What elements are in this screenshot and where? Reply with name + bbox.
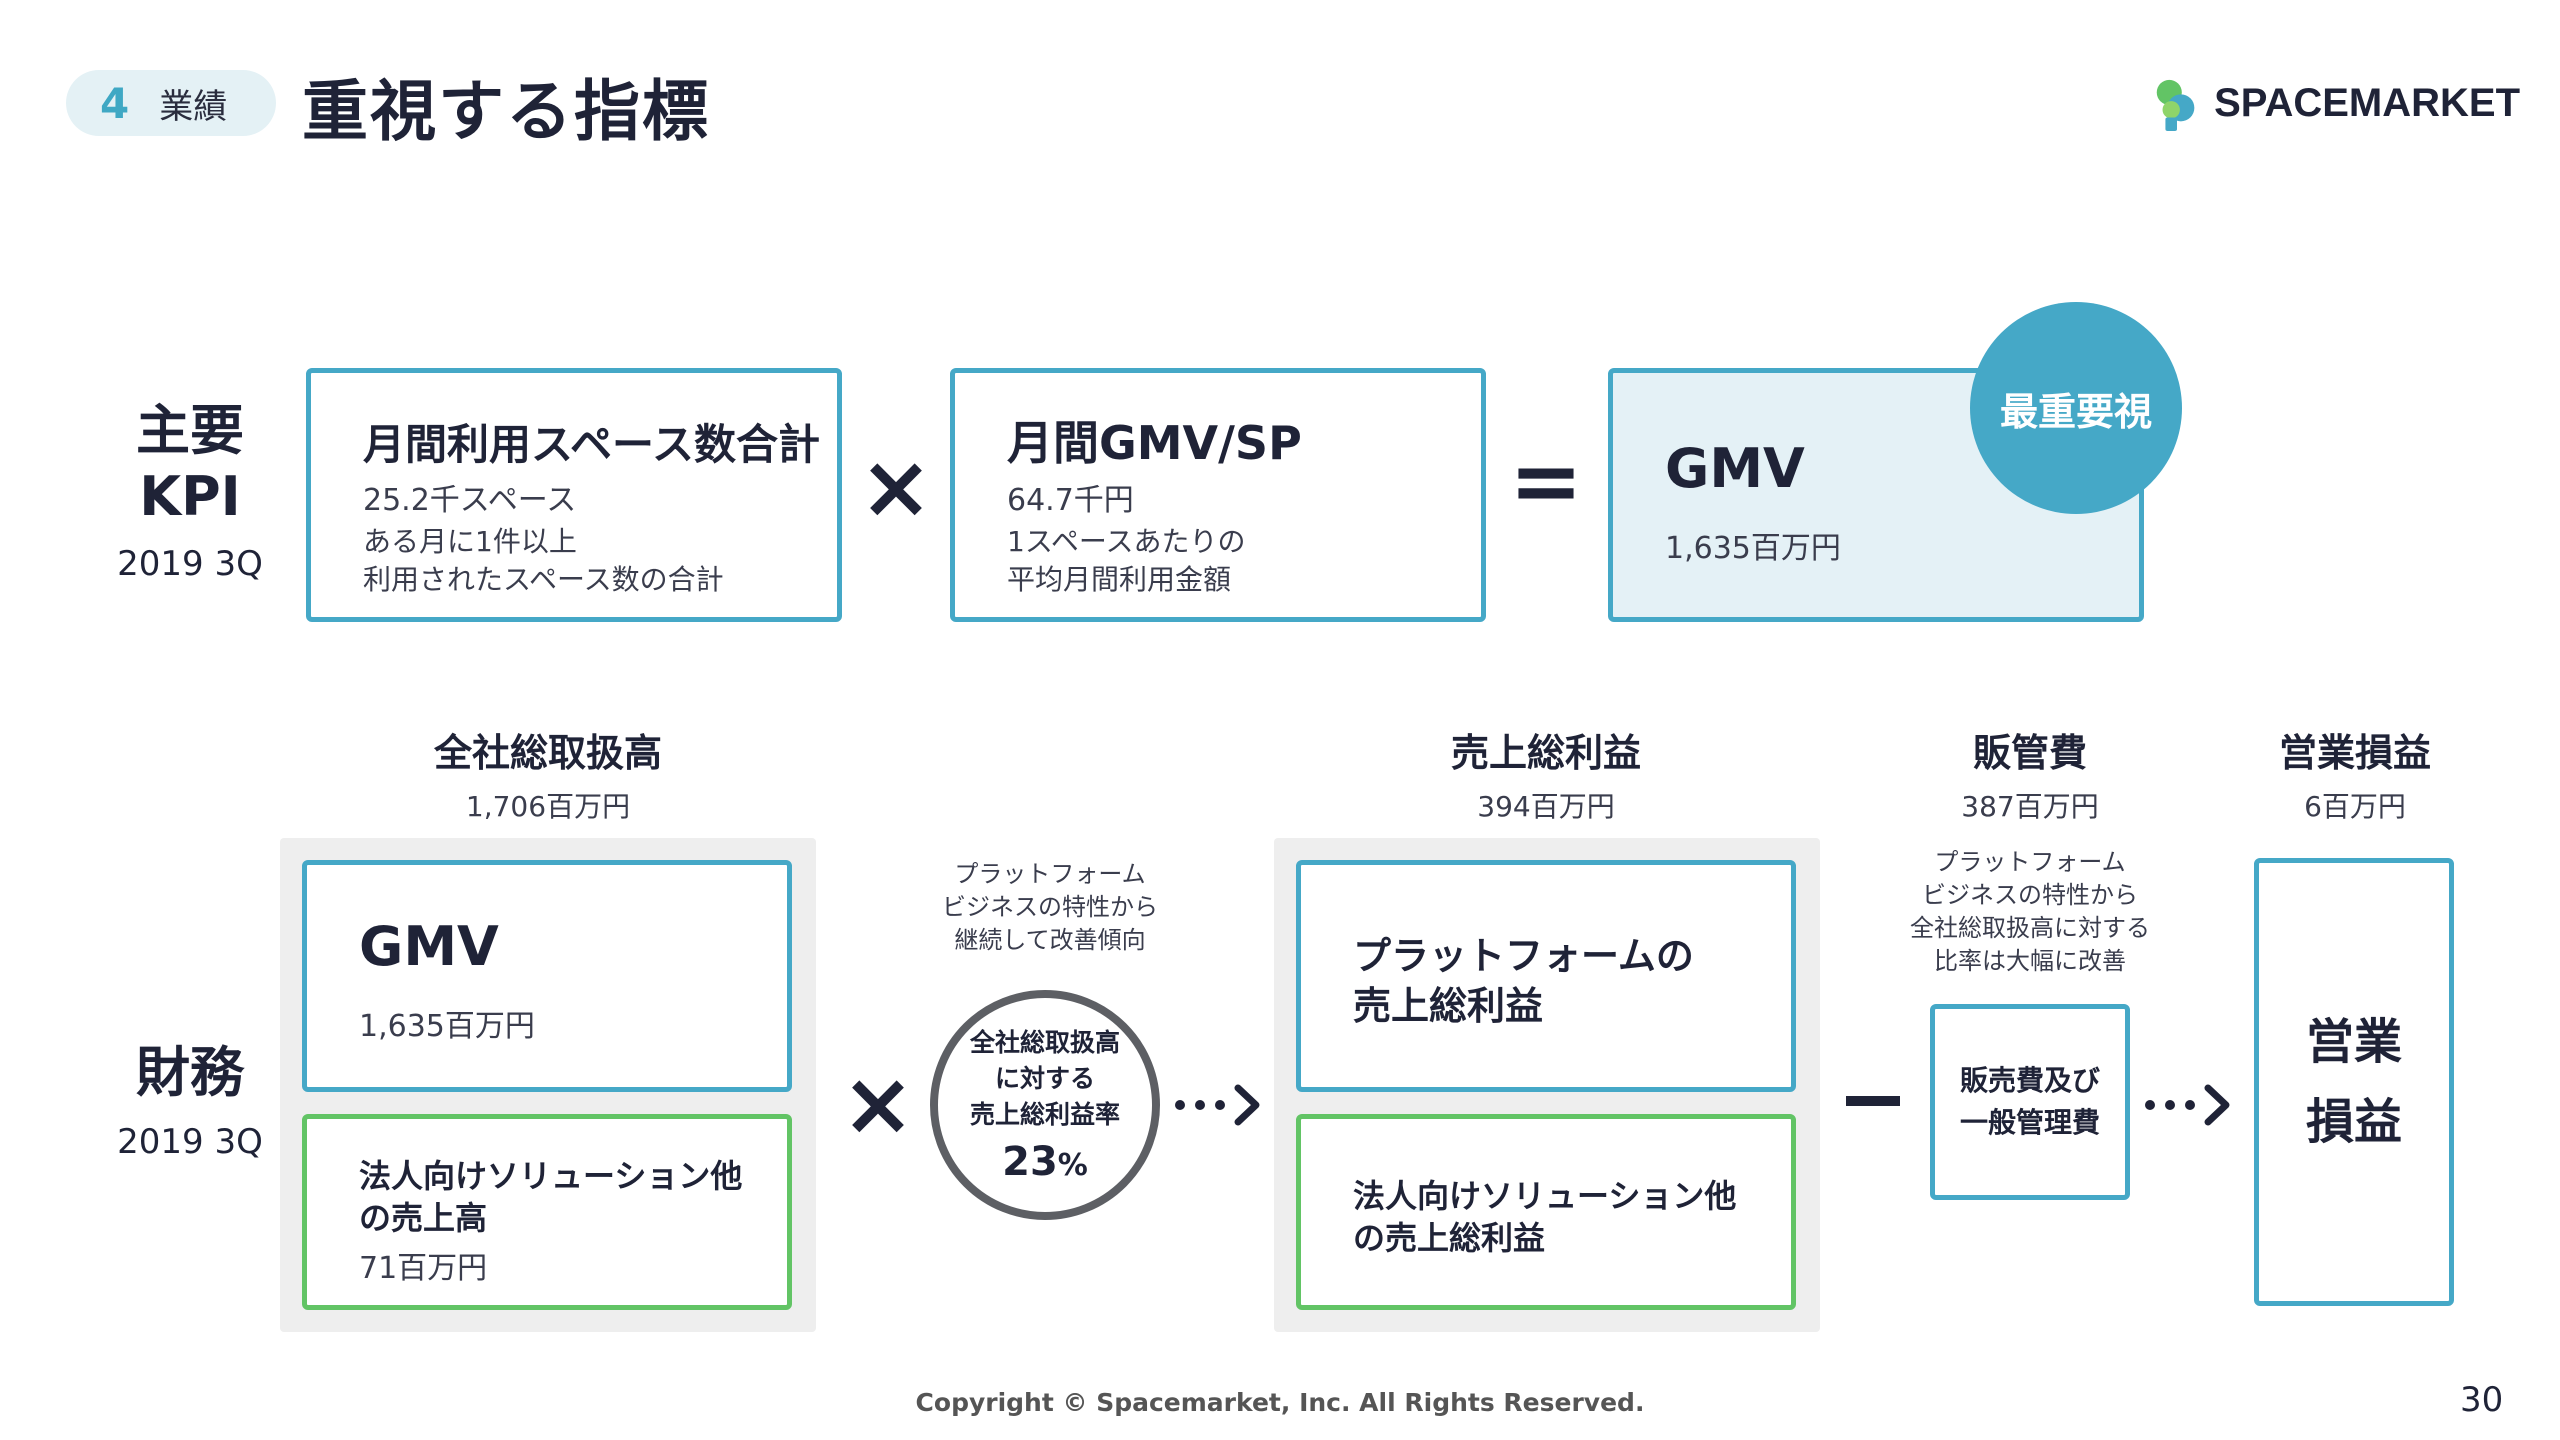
kpi-multiply-operator: × xyxy=(859,435,933,538)
corp-profit-line2: の売上総利益 xyxy=(1353,1219,1546,1257)
section-badge: 4 業績 xyxy=(66,70,276,136)
kpi-period: 2019 3Q xyxy=(117,544,263,584)
kpi-box-spaces-desc-line1: ある月に1件以上 xyxy=(363,525,577,558)
dotted-arrow-1 xyxy=(1175,1084,1260,1126)
kpi-box-gmv-per-space: 月間GMV/SP 64.7千円 1スペースあたりの 平均月間利用金額 xyxy=(950,368,1486,622)
kpi-box-spaces-desc-line2: 利用されたスペース数の合計 xyxy=(363,563,724,596)
finance-row-label: 財務 2019 3Q xyxy=(100,1040,280,1162)
kpi-box-gmvsp-title: 月間GMV/SP xyxy=(1007,416,1302,470)
note2-line4: 比率は大幅に改善 xyxy=(1934,947,2126,975)
platform-profit-title: プラットフォームの 売上総利益 xyxy=(1353,931,1694,1031)
kpi-box-gmv-value: 1,635百万円 xyxy=(1665,531,1841,566)
finance-box-gmv-title: GMV xyxy=(359,915,499,978)
kpi-box-spaces: 月間利用スペース数合計 25.2千スペース ある月に1件以上 利用されたスペース… xyxy=(306,368,842,622)
col-sga-heading: 販管費 xyxy=(1972,731,2087,775)
note2-line1: プラットフォーム xyxy=(1934,848,2126,876)
corp-profit-title: 法人向けソリューション他 の売上総利益 xyxy=(1353,1175,1736,1259)
kpi-row-label: 主要 KPI 2019 3Q xyxy=(100,398,280,584)
sga-line2: 一般管理費 xyxy=(1959,1106,2100,1139)
kpi-box-spaces-title: 月間利用スペース数合計 xyxy=(363,420,820,469)
col-sga-value: 387百万円 xyxy=(1961,790,2099,823)
ratio-label-line1: 全社総取扱高 xyxy=(969,1028,1120,1057)
page-number: 30 xyxy=(2460,1380,2504,1420)
finance-box-corp-sales-title: 法人向けソリューション他 の売上高 xyxy=(359,1155,742,1239)
kpi-box-gmvsp-desc: 1スペースあたりの 平均月間利用金額 xyxy=(1007,523,1245,599)
col-gross-profit-heading: 売上総利益 xyxy=(1450,731,1641,775)
corp-sales-line1: 法人向けソリューション他 xyxy=(359,1157,743,1195)
ratio-label-line2: に対する xyxy=(994,1064,1095,1093)
finance-minus-operator xyxy=(1846,1096,1900,1106)
note-ratio-improved: プラットフォーム ビジネスの特性から 全社総取扱高に対する 比率は大幅に改善 xyxy=(1880,846,2180,978)
dotted-arrow-2 xyxy=(2145,1084,2230,1126)
finance-box-operating-income: 営業 損益 xyxy=(2254,858,2454,1306)
kpi-equals-operator: = xyxy=(1509,429,1583,532)
page-title: 重視する指標 xyxy=(302,73,710,150)
platform-profit-line1: プラットフォームの xyxy=(1353,934,1694,978)
note1-line3: 継続して改善傾向 xyxy=(954,926,1146,954)
note2-line2: ビジネスの特性から xyxy=(1922,881,2138,909)
section-label: 業績 xyxy=(159,86,228,127)
kpi-box-gmvsp-desc-line1: 1スペースあたりの xyxy=(1007,525,1246,558)
ratio-label: 全社総取扱高 に対する 売上総利益率 xyxy=(970,1025,1120,1133)
spacemarket-logo: SPACEMARKET xyxy=(2150,70,2520,136)
col-operating-income-value: 6百万円 xyxy=(2304,790,2406,823)
col-total-gmv-value: 1,706百万円 xyxy=(465,790,631,823)
note1-line1: プラットフォーム xyxy=(954,860,1146,888)
corp-profit-line1: 法人向けソリューション他 xyxy=(1353,1177,1737,1215)
col-operating-income-header: 営業損益 6百万円 xyxy=(2240,722,2470,825)
kpi-box-gmv-title: GMV xyxy=(1665,437,1805,500)
kpi-box-gmvsp-desc-line2: 平均月間利用金額 xyxy=(1007,563,1232,596)
finance-period: 2019 3Q xyxy=(117,1122,263,1162)
kpi-box-spaces-value: 25.2千スペース xyxy=(363,483,577,518)
note2-line3: 全社総取扱高に対する xyxy=(1910,914,2150,942)
operating-income-line1: 営業 xyxy=(2305,1014,2402,1070)
col-total-gmv-header: 全社総取扱高 1,706百万円 xyxy=(278,722,818,825)
finance-label: 財務 xyxy=(136,1041,244,1104)
logo-text: SPACEMARKET xyxy=(2214,80,2520,125)
platform-profit-line2: 売上総利益 xyxy=(1353,984,1544,1028)
col-total-gmv-heading: 全社総取扱高 xyxy=(433,731,662,775)
col-gross-profit-header: 売上総利益 394百万円 xyxy=(1272,722,1820,825)
finance-box-corp-profit: 法人向けソリューション他 の売上総利益 xyxy=(1296,1114,1796,1310)
col-gross-profit-value: 394百万円 xyxy=(1477,790,1615,823)
kpi-label-line1: 主要 xyxy=(136,399,244,462)
top-priority-badge-label: 最重要視 xyxy=(1999,389,2152,434)
sga-line1: 販売費及び xyxy=(1959,1064,2100,1097)
kpi-label-line2: KPI xyxy=(139,465,241,528)
finance-multiply-operator: × xyxy=(841,1052,915,1155)
note1-line2: ビジネスの特性から xyxy=(942,893,1158,921)
col-operating-income-heading: 営業損益 xyxy=(2278,731,2431,775)
spacemarket-logo-icon xyxy=(2156,79,2195,131)
col-sga-header: 販管費 387百万円 xyxy=(1880,722,2180,825)
top-priority-badge: 最重要視 xyxy=(1970,302,2182,514)
finance-box-gmv: GMV 1,635百万円 xyxy=(302,860,792,1092)
finance-box-gmv-value: 1,635百万円 xyxy=(359,1009,535,1044)
note-margin-trend: プラットフォーム ビジネスの特性から 継続して改善傾向 xyxy=(900,858,1200,957)
corp-sales-line2: の売上高 xyxy=(359,1199,488,1237)
finance-box-sga: 販売費及び 一般管理費 xyxy=(1930,1004,2130,1200)
kpi-box-gmvsp-value: 64.7千円 xyxy=(1007,483,1134,518)
ratio-number: 23 xyxy=(1002,1139,1058,1185)
finance-box-corp-sales: 法人向けソリューション他 の売上高 71百万円 xyxy=(302,1114,792,1310)
finance-box-corp-sales-value: 71百万円 xyxy=(359,1251,488,1286)
copyright: Copyright © Spacemarket, Inc. All Rights… xyxy=(915,1388,1645,1417)
operating-income-line2: 損益 xyxy=(2305,1094,2402,1150)
sga-box-label: 販売費及び 一般管理費 xyxy=(1960,1060,2100,1144)
ratio-label-line3: 売上総利益率 xyxy=(969,1100,1120,1129)
finance-box-platform-profit: プラットフォームの 売上総利益 xyxy=(1296,860,1796,1092)
gross-margin-ratio-circle: 全社総取扱高 に対する 売上総利益率 23% xyxy=(930,990,1160,1220)
kpi-box-spaces-desc: ある月に1件以上 利用されたスペース数の合計 xyxy=(363,523,724,599)
section-number: 4 xyxy=(100,78,130,128)
operating-income-label: 営業 損益 xyxy=(2306,1002,2402,1162)
ratio-value: 23% xyxy=(1002,1139,1088,1185)
ratio-unit: % xyxy=(1057,1148,1088,1183)
